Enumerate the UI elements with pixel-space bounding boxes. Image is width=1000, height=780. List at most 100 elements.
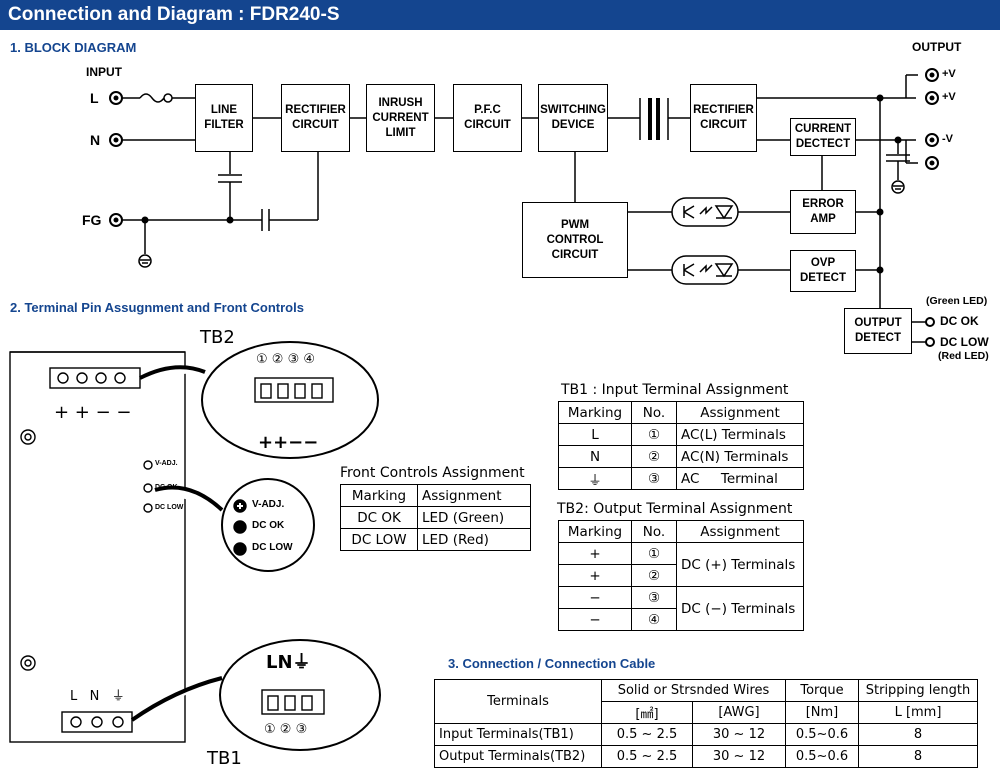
tb2-pin-2: ② — [271, 352, 284, 367]
assignment-cell: AC(N) Terminals — [676, 445, 804, 468]
rectifier-l2: CIRCUIT — [292, 119, 339, 131]
line-filter-l1: LINE — [210, 104, 238, 116]
value-cell: 8 — [858, 723, 978, 746]
number-cell: ① — [631, 542, 677, 565]
value-cell: 0.5~0.6 — [785, 745, 859, 768]
marking-cell: DC LOW — [340, 528, 418, 551]
header-cell: No. — [631, 520, 677, 543]
out-pin-minus: -V — [942, 133, 953, 145]
header-cell: Assignment — [417, 484, 531, 507]
tb1-pin-3: ③ — [295, 722, 308, 737]
tb1-mark-l: L — [70, 689, 78, 704]
switching-l1: SWITCHING — [540, 104, 606, 116]
tb2-pin-4: ④ — [303, 352, 316, 367]
header-cell: No. — [631, 401, 677, 424]
header-cell: Assignment — [676, 520, 804, 543]
front-dclow-label: DC LOW — [155, 504, 184, 511]
tb1-pin-1: ① — [264, 722, 276, 737]
tb2-pin-1: ① — [256, 352, 268, 367]
marking-cell: N — [558, 445, 632, 468]
ovp-l1: OVP — [810, 257, 836, 269]
value-cell: 8 — [858, 745, 978, 768]
error-l2: AMP — [810, 213, 836, 225]
input-label: INPUT — [86, 65, 122, 79]
front-controls-table: Marking Assignment DC OK LED (Green) DC … — [340, 484, 531, 551]
tb2-pin-3: ③ — [287, 352, 300, 367]
rectifier2-l1: RECTIFIER — [693, 104, 754, 116]
marking-cell: − — [558, 586, 632, 609]
unit-cell: [AWG] — [692, 701, 786, 724]
green-led-note: (Green LED) — [926, 295, 988, 307]
switching-l2: DEVICE — [551, 119, 595, 131]
rectifier2-l2: CIRCUIT — [700, 119, 747, 131]
value-cell: 0.5 ~ 2.5 — [601, 745, 693, 768]
header-cell: Assignment — [676, 401, 804, 424]
table-row: ⏚ ③ AC Terminal — [558, 467, 804, 490]
unit-cell: [㎟] — [601, 701, 693, 724]
assignment-cell: AC Terminal — [676, 467, 804, 490]
pin-l-label: L — [90, 90, 99, 106]
red-led-note: (Red LED) — [938, 350, 989, 362]
inrush-l2: CURRENT — [372, 111, 429, 124]
table-row: + ① DC (+) Terminals — [558, 542, 804, 587]
line-filter-l2: FILTER — [204, 119, 244, 131]
header-cell: Stripping length — [858, 679, 978, 702]
dc-ok-output-label: DC OK — [940, 314, 979, 328]
assignment-cell: DC (+) Terminals — [676, 542, 804, 587]
current-l2: DECTECT — [795, 138, 851, 150]
cable-section-title: 3. Connection / Connection Cable — [448, 656, 656, 671]
number-cell: ② — [631, 445, 677, 468]
tb1-pin-2: ② — [279, 722, 292, 737]
assignment-cell: AC(L) Terminals — [676, 423, 804, 446]
inrush-l3: LIMIT — [385, 126, 416, 139]
table-row: − ④ — [558, 608, 804, 631]
table-row: Marking Assignment — [340, 484, 531, 507]
assignment-cell: LED (Red) — [417, 528, 531, 551]
dc-low-output-label: DC LOW — [940, 335, 989, 349]
table-row: Output Terminals(TB2) 0.5 ~ 2.5 30 ~ 12 … — [434, 745, 978, 768]
cable-table: Terminals Solid or Strsnded Wires Torque… — [434, 679, 978, 768]
number-cell: ③ — [631, 586, 677, 609]
pin-fg-label: FG — [82, 212, 102, 228]
out-pin-plus2: +V — [942, 91, 956, 103]
block-diagram-title: 1. BLOCK DIAGRAM — [10, 40, 137, 55]
pfc-l2: CIRCUIT — [464, 119, 511, 131]
tb1-front-marks: L N ⏚ — [70, 685, 125, 704]
output-rectifier-block: RECTIFIER CIRCUIT — [690, 84, 757, 152]
table-row: + ② — [558, 564, 804, 587]
tb1-zoom-marks: LN⏚ — [266, 652, 311, 673]
tb1-table: Marking No. Assignment L ① AC(L) Termina… — [558, 401, 804, 490]
zoom-dclow-label: DC LOW — [252, 542, 293, 553]
table-row: L ① AC(L) Terminals — [558, 423, 804, 446]
marking-cell: L — [558, 423, 632, 446]
terminal-section-title: 2. Terminal Pin Assugnment and Front Con… — [10, 300, 304, 315]
rectifier-circuit-block: RECTIFIER CIRCUIT — [281, 84, 350, 152]
table-row: Input Terminals(TB1) 0.5 ~ 2.5 30 ~ 12 0… — [434, 723, 978, 746]
line-filter-block: LINE FILTER — [195, 84, 253, 152]
front-vadj-label: V-ADJ. — [155, 460, 178, 467]
out-pin-plus1: +V — [942, 68, 956, 80]
title-bar: Connection and Diagram : FDR240-S — [0, 0, 1000, 30]
zoom-dcok-label: DC OK — [252, 520, 285, 531]
tb2-front-marks: + + − − — [54, 402, 132, 423]
header-cell: Torque — [785, 679, 859, 702]
value-cell: 30 ~ 12 — [692, 745, 786, 768]
marking-cell: DC OK — [340, 506, 418, 529]
header-cell: Terminals — [434, 679, 602, 724]
inrush-l1: INRUSH — [378, 96, 423, 109]
marking-cell: + — [558, 542, 632, 565]
table-row: − ③ DC (−) Terminals — [558, 586, 804, 631]
value-cell: 30 ~ 12 — [692, 723, 786, 746]
output-detect-l1: OUTPUT — [854, 317, 902, 329]
rectifier-l1: RECTIFIER — [285, 104, 346, 116]
header-cell: Marking — [340, 484, 418, 507]
header-cell: Solid or Strsnded Wires — [601, 679, 786, 702]
unit-cell: L [mm] — [858, 701, 978, 724]
